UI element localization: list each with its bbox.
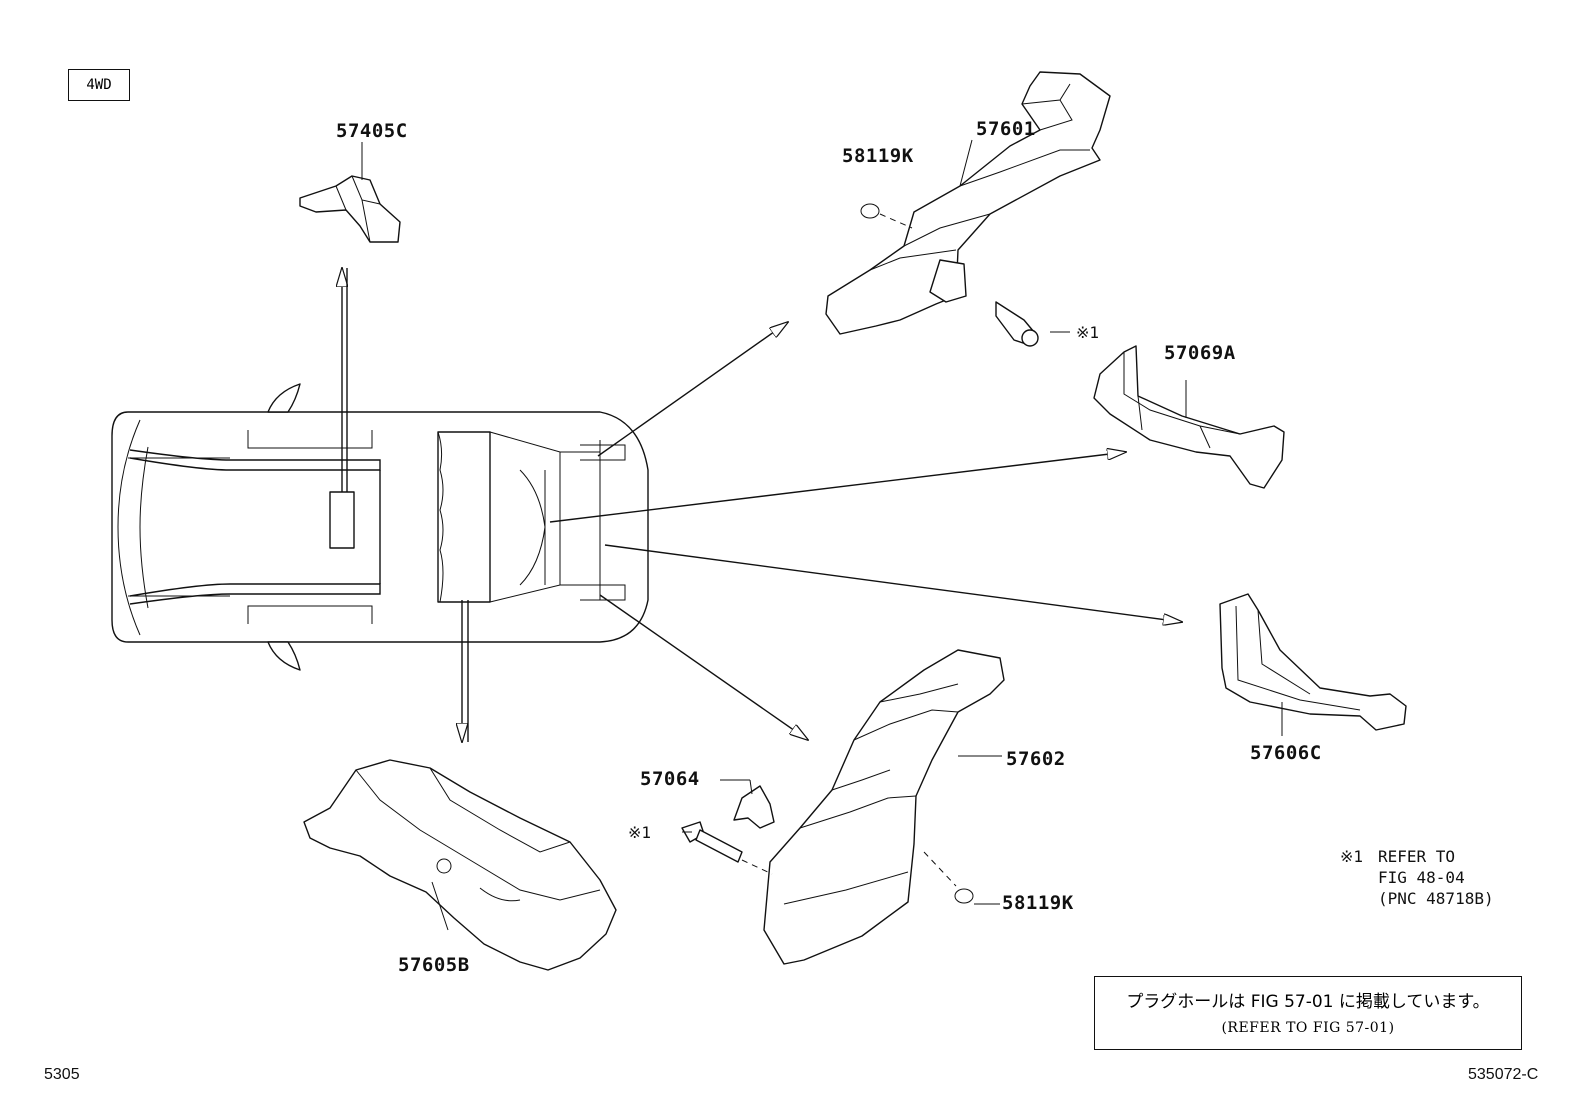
label-57605B: 57605B: [398, 954, 470, 976]
leader-lines: [682, 331, 1070, 833]
part-57069A-drawing: [1093, 345, 1285, 489]
label-58119K-bottom: 58119K: [1002, 892, 1074, 914]
label-57602: 57602: [1006, 748, 1066, 770]
refer-note-mark: ※1: [1340, 847, 1364, 866]
part-57606C-drawing: [1219, 593, 1407, 736]
label-57601: 57601: [976, 118, 1036, 140]
ref-mark-top-bolt: ※1: [1076, 323, 1100, 342]
part-57064-drawing: [681, 779, 775, 875]
label-57064: 57064: [640, 768, 700, 790]
ref-mark-left-bolt: ※1: [628, 823, 652, 842]
refer-note-line3: (PNC 48718B): [1378, 889, 1494, 908]
variant-tag: 4WD: [86, 77, 112, 93]
plug-hole-note-japanese: プラグホールは FIG 57-01 に掲載しています。: [1126, 992, 1490, 1012]
variant-tag-box: 4WD: [68, 69, 130, 101]
figure-code: 535072-C: [1468, 1066, 1539, 1083]
part-57605B-drawing: [303, 759, 617, 971]
part-57601-drawing: [825, 71, 1111, 347]
part-57602-drawing: [763, 649, 1005, 965]
label-57069A: 57069A: [1164, 342, 1236, 364]
label-57405C: 57405C: [336, 120, 408, 142]
plug-hole-note-english: (REFER TO FIG 57-01): [1221, 1020, 1395, 1036]
refer-note-line2: FIG 48-04: [1378, 868, 1465, 887]
refer-note-line1: REFER TO: [1378, 847, 1456, 866]
part-57405C-drawing: [299, 142, 401, 243]
plug-hole-note-box: プラグホールは FIG 57-01 に掲載しています。 (REFER TO FI…: [1094, 976, 1522, 1050]
label-57606C: 57606C: [1250, 742, 1322, 764]
page-number: 5305: [44, 1066, 80, 1083]
vehicle-top-view: [111, 383, 649, 671]
label-58119K-top: 58119K: [842, 145, 914, 167]
explode-arrows: [342, 268, 1182, 742]
